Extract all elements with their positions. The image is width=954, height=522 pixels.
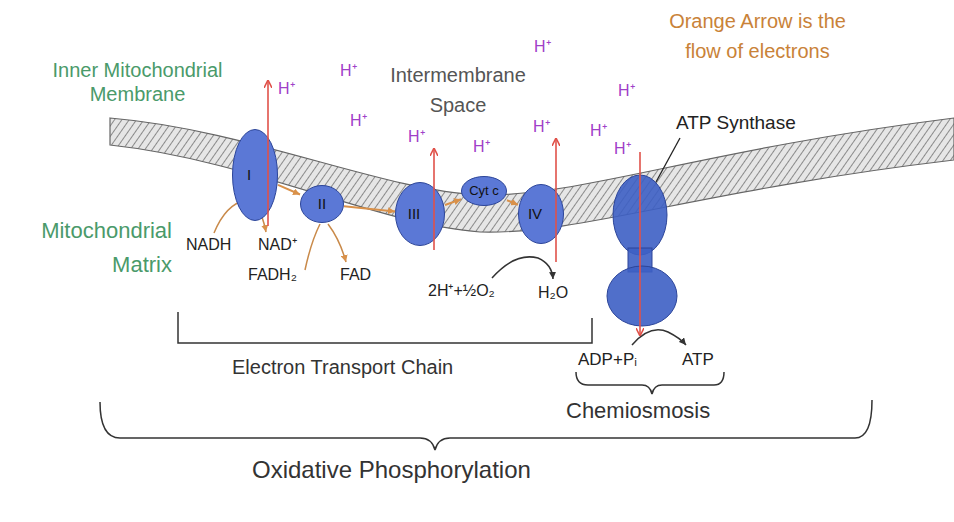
legend-note: Orange Arrow is the flow of electrons [650,6,865,66]
complex-label: II [318,196,326,213]
electron-flow-arrow [507,200,518,204]
proton-label: H⁺ [614,140,631,158]
molecule-label: H₂O [538,284,568,302]
molecule-label: 2H⁺+½O₂ [428,282,495,300]
electron-flow-arrow [344,206,395,211]
proton-label: H⁺ [618,82,635,100]
electron-flow-arrow [445,199,461,205]
proton-pump-arrow [555,138,557,262]
complex-label: IV [528,206,542,223]
protein-complex: Cyt c [461,176,507,206]
bracket [178,312,592,343]
section-label: Electron Transport Chain [232,356,453,379]
protein-complex: IV [518,184,564,244]
protein-complex: III [395,182,445,246]
complex-label: I [247,167,251,184]
protein-complex: I [232,129,278,221]
molecule-label: NAD⁺ [258,236,297,254]
brace [100,400,872,450]
fadh2-reaction-arrow [328,224,346,262]
inner-membrane [110,118,954,232]
leader-line [656,138,680,182]
proton-label: H⁺ [408,128,425,146]
water-reaction-arrow [492,257,553,279]
section-label: Chemiosmosis [566,398,710,423]
molecule-label: FAD [340,266,371,284]
molecule-label: ADP+Pᵢ [578,350,637,370]
molecule-label: ATP [682,350,714,370]
proton-label: H⁺ [533,118,550,136]
complex-label: Cyt c [469,184,499,198]
brace [576,372,724,394]
proton-label: H⁺ [350,112,367,130]
region-label: Intermembrane Space [378,60,538,120]
proton-pump-arrow [267,80,269,226]
molecule-label: NADH [186,236,231,254]
proton-label: H⁺ [340,62,357,80]
part-label: ATP Synthase [676,112,796,134]
atp-synthase-symbol [607,175,677,326]
fadh2-reaction-arrow [305,224,320,270]
proton-label: H⁺ [278,80,295,98]
proton-flow-arrow [639,152,641,336]
proton-label: H⁺ [473,138,490,156]
proton-label: H⁺ [590,122,607,140]
region-label: Mitochondrial Matrix [4,214,172,282]
complex-label: III [408,206,421,223]
molecule-label: FADH₂ [248,266,297,284]
section-label: Oxidative Phosphorylation [252,456,531,484]
electron-flow-arrow [278,185,300,195]
proton-label: H⁺ [534,38,551,56]
protein-complex: II [300,185,344,223]
region-label: Inner Mitochondrial Membrane [40,58,235,106]
proton-pump-arrow [433,148,435,250]
complex-shape [232,129,278,221]
